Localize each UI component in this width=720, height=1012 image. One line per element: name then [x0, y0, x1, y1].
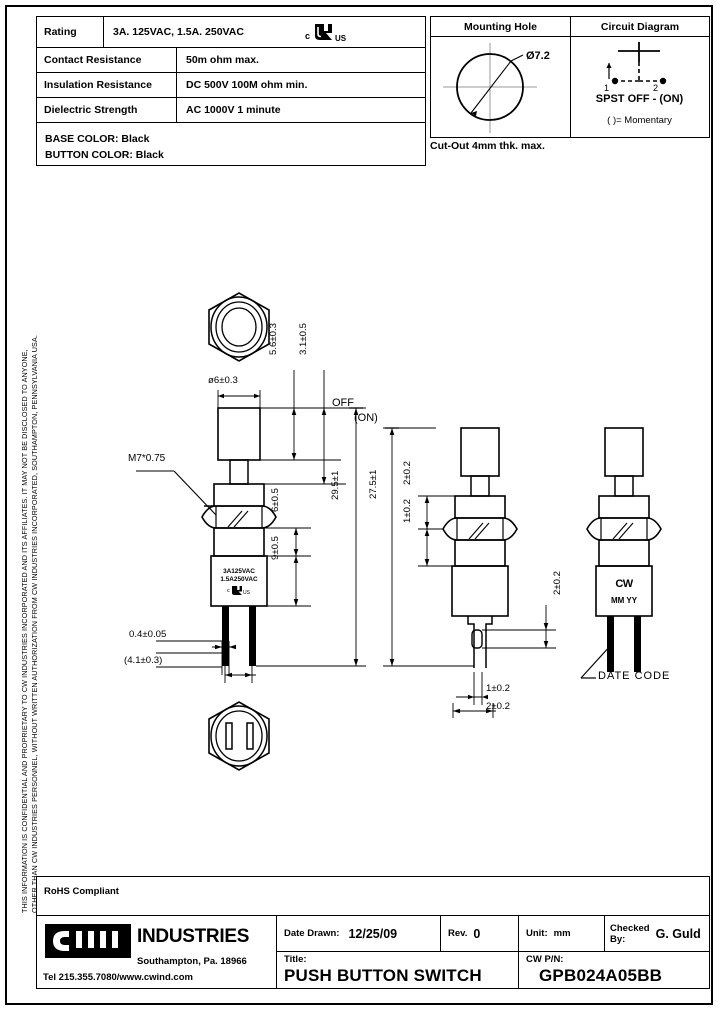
front-view-body-marking: 3A125VAC 1.5A250VAC c US [220, 568, 258, 596]
title-value: PUSH BUTTON SWITCH [284, 966, 482, 985]
cw-logo-icon [45, 924, 131, 958]
date-code-view [580, 427, 662, 679]
mounting-hole-diameter: Ø7.2 [526, 50, 550, 62]
spec-value-dielectric-strength: AC 1000V 1 minute [186, 104, 281, 116]
drawing-frame [5, 5, 713, 1005]
mounting-hole-box: Mounting Hole Ø7.2 [430, 16, 571, 138]
revision-cell: Rev. 0 [441, 916, 519, 952]
checked-by-label-1: Checked [610, 922, 650, 934]
side-view [442, 427, 518, 668]
dim-5-6: 5.6±0.3 [268, 323, 279, 355]
part-number-cell: CW P/N: GPB024A05BB [519, 952, 709, 988]
specification-table: Rating 3A. 125VAC, 1.5A. 250VAC c US Con… [36, 16, 426, 166]
dim-3-1: 3.1±0.5 [298, 323, 309, 355]
checked-by-cell: Checked By: G. Guld [605, 916, 709, 952]
spec-label-contact-resistance: Contact Resistance [37, 48, 177, 72]
unit-cell: Unit: mm [519, 916, 605, 952]
switch-drawing: 3A125VAC 1.5A250VAC c US CW MM YY [136, 292, 662, 771]
circuit-diagram-box: Circuit Diagram 1 2 SPST OFF - (ON) ( )=… [571, 16, 710, 138]
title-block: INDUSTRIES Southampton, Pa. 18966 Tel 21… [36, 915, 710, 989]
table-row: Dielectric Strength AC 1000V 1 minute [37, 98, 425, 123]
svg-text:3A125VAC: 3A125VAC [223, 568, 255, 575]
terminal-1-label: 1 [604, 83, 609, 93]
table-row: Contact Resistance 50m ohm max. [37, 48, 425, 73]
mounting-hole-header: Mounting Hole [431, 17, 570, 37]
dim-1-mid: 1±0.2 [402, 499, 413, 523]
dim-6: 6±0.5 [270, 488, 281, 512]
checked-by-value: G. Guld [655, 926, 701, 941]
part-number-label: CW P/N: [526, 954, 564, 965]
mounting-hole-figure: Ø7.2 [431, 37, 570, 137]
dim-4-1: (4.1±0.3) [124, 655, 163, 666]
company-contact: Tel 215.355.7080/www.cwind.com [43, 972, 193, 983]
circuit-diagram-figure: 1 2 [571, 37, 708, 137]
svg-text:c: c [227, 588, 230, 594]
spec-value-contact-resistance: 50m ohm max. [186, 54, 259, 66]
spec-value-insulation-resistance: DC 500V 100M ohm min. [186, 79, 308, 91]
svg-text:c: c [305, 31, 310, 41]
svg-text:US: US [335, 34, 347, 43]
dim-2-bottom: 2±0.2 [486, 701, 510, 712]
main-drawing-area: 3A125VAC 1.5A250VAC c US CW MM YY [36, 175, 710, 875]
switch-type-label: SPST OFF - (ON) [595, 93, 684, 105]
base-color-text: BASE COLOR: Black [45, 133, 150, 145]
date-drawn-cell: Date Drawn: 12/25/09 [277, 916, 441, 952]
checked-by-label-2: By: [610, 933, 626, 945]
dimension-lines [136, 370, 556, 718]
dim-button-diameter: ø6±0.3 [208, 375, 238, 386]
cutout-note: Cut-Out 4mm thk. max. [430, 140, 545, 152]
date-code-callout: DATE CODE [598, 670, 671, 682]
terminal-2-label: 2 [653, 83, 658, 93]
momentary-legend: ( )= Momentary [607, 115, 672, 126]
spec-value-rating: 3A. 125VAC, 1.5A. 250VAC [113, 26, 244, 38]
dim-2-right: 2±0.2 [552, 571, 563, 595]
spec-label-dielectric-strength: Dielectric Strength [37, 98, 177, 122]
dim-29-5: 29.5±1 [330, 470, 341, 500]
date-code-marking: CW MM YY [611, 578, 638, 605]
company-logo-cell: INDUSTRIES Southampton, Pa. 18966 Tel 21… [37, 916, 277, 988]
circuit-diagram-header: Circuit Diagram [571, 17, 709, 37]
bottom-view [208, 701, 270, 771]
button-color-text: BUTTON COLOR: Black [45, 149, 164, 161]
date-drawn-label: Date Drawn: [284, 928, 340, 939]
top-view [208, 292, 270, 362]
dim-2-top: 2±0.2 [402, 461, 413, 485]
dim-9: 9±0.5 [270, 536, 281, 560]
spec-label-insulation-resistance: Insulation Resistance [37, 73, 177, 97]
revision-value: 0 [473, 926, 481, 941]
confidentiality-note: THIS INFORMATION IS CONFIDENTIAL AND PRO… [10, 45, 39, 915]
dim-27-5: 27.5±1 [368, 469, 379, 499]
svg-text:MM YY: MM YY [611, 596, 638, 605]
spec-label-rating: Rating [37, 17, 104, 47]
part-number-value: GPB024A05BB [539, 966, 663, 985]
table-row: Rating 3A. 125VAC, 1.5A. 250VAC c US [37, 17, 425, 48]
svg-text:US: US [243, 590, 251, 596]
company-address: Southampton, Pa. 18966 [137, 956, 247, 967]
unit-label: Unit: [526, 928, 548, 939]
date-drawn-value: 12/25/09 [348, 926, 398, 941]
rohs-row [36, 876, 710, 915]
thread-label: M7*0.75 [128, 453, 166, 464]
svg-text:CW: CW [615, 578, 633, 590]
svg-text:1.5A250VAC: 1.5A250VAC [220, 576, 258, 583]
dimension-labels: ø6±0.3 5.6±0.3 3.1±0.5 6±0.5 9±0.5 29.5±… [36, 175, 710, 875]
rohs-text: RoHS Compliant [44, 886, 119, 897]
dim-0-4: 0.4±0.05 [129, 629, 167, 640]
dim-1-bottom: 1±0.2 [486, 683, 510, 694]
company-name: INDUSTRIES [137, 926, 250, 947]
table-row: Insulation Resistance DC 500V 100M ohm m… [37, 73, 425, 98]
title-cell: Title: PUSH BUTTON SWITCH [277, 952, 519, 988]
revision-label: Rev. [448, 928, 468, 939]
ul-listed-mark: c US [305, 20, 365, 44]
confidentiality-line-1: THIS INFORMATION IS CONFIDENTIAL AND PRO… [20, 349, 29, 913]
state-on-label: (ON) [354, 412, 378, 424]
title-label: Title: [284, 954, 307, 965]
unit-value: mm [553, 928, 571, 939]
state-off-label: OFF [332, 397, 354, 409]
